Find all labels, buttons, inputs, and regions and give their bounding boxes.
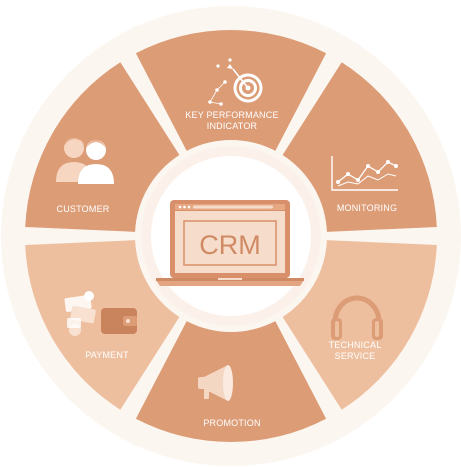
segment-label-promotion: PROMOTION bbox=[203, 418, 260, 428]
segment-label-payment: PAYMENT bbox=[85, 350, 129, 360]
segment-label-line: PAYMENT bbox=[85, 350, 129, 360]
segment-label-line: KEY PERFORMANCE bbox=[185, 110, 278, 120]
laptop-icon bbox=[156, 200, 304, 286]
center-label: CRM bbox=[199, 230, 261, 260]
segment-kpi bbox=[135, 30, 327, 151]
segment-label-line: PROMOTION bbox=[203, 418, 260, 428]
segment-label-line: SERVICE bbox=[335, 351, 376, 361]
headphones-icon bbox=[331, 295, 383, 340]
line-chart-icon bbox=[331, 156, 398, 191]
segment-technical-service bbox=[282, 240, 437, 410]
segment-label-line: TECHNICAL bbox=[329, 340, 382, 350]
segment-label-line: MONITORING bbox=[337, 203, 397, 213]
segment-label-line: CUSTOMER bbox=[57, 204, 110, 214]
people-icon bbox=[56, 138, 114, 184]
segment-label-line: INDICATOR bbox=[207, 121, 258, 131]
megaphone-icon bbox=[198, 365, 233, 401]
segment-monitoring bbox=[282, 62, 437, 232]
wallet-money-icon bbox=[64, 291, 137, 336]
target-icon bbox=[208, 58, 263, 106]
segment-label-monitoring: MONITORING bbox=[337, 203, 397, 213]
segment-label-customer: CUSTOMER bbox=[57, 204, 110, 214]
